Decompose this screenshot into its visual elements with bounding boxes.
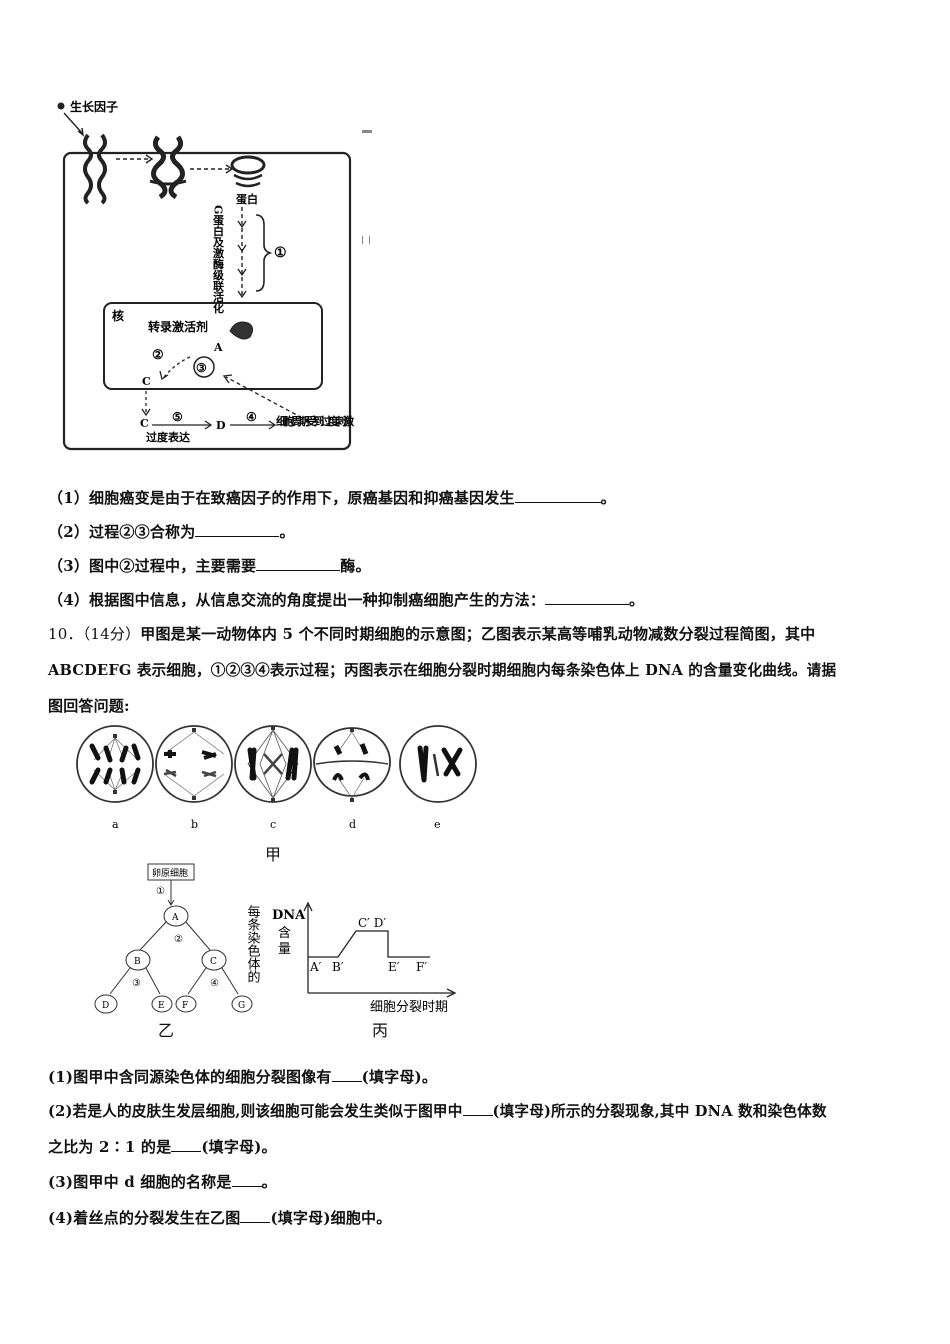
cell-b xyxy=(155,725,233,803)
overexpression-label: 过度表达 xyxy=(146,430,190,444)
cell-c xyxy=(234,725,312,803)
q9-question-2: （2）过程②③合称为。 xyxy=(48,521,295,541)
cell-node-d xyxy=(94,994,118,1014)
cell-e xyxy=(399,725,477,803)
process-two-label: ② xyxy=(152,348,164,363)
cell-node-f xyxy=(175,995,197,1013)
step-four-label: ④ xyxy=(210,978,219,989)
q10-question-3: (3)图甲中 d 细胞的名称是。 xyxy=(48,1171,277,1191)
cell-node-e-label: E xyxy=(158,1001,165,1011)
x-axis-label: 细胞分裂时期 xyxy=(370,1000,448,1015)
cell-node-b xyxy=(125,949,151,971)
step-two-label: ② xyxy=(174,934,183,945)
answer-blank[interactable] xyxy=(171,1136,202,1152)
answer-blank[interactable] xyxy=(256,555,341,571)
cell-node-e xyxy=(151,995,173,1013)
receptor-inactive xyxy=(83,133,107,205)
process-five-label: ⑤ xyxy=(172,410,183,424)
point-e-label: E′ xyxy=(388,960,400,974)
y-axis-liang-label: 量 xyxy=(278,942,291,957)
protein-chain-label: G蛋白及激酶级联活化 xyxy=(212,205,226,314)
figure-bing-dna-curve: 每条染色体的 DNA 含 量 A′ B′ C′ D′ E′ F′ 细胞分裂时期 xyxy=(248,901,457,1015)
cell-node-d-label: D xyxy=(102,1001,109,1011)
problem-10-line-3: 图回答问题: xyxy=(48,697,130,715)
cell-node-c xyxy=(201,949,227,971)
q10-question-2: (2)若是人的皮肤生发层细胞,则该细胞可能会发生类似于图甲中(填字母)所示的分裂… xyxy=(48,1100,827,1121)
point-a-label: A′ xyxy=(309,960,322,974)
answer-blank[interactable] xyxy=(514,487,601,503)
nucleus xyxy=(103,302,323,390)
cell-node-a xyxy=(163,905,189,927)
g-protein-top-label: 蛋白 xyxy=(236,192,258,206)
cell-node-g xyxy=(231,995,253,1013)
point-f-label: F′ xyxy=(416,960,427,974)
dna-loop xyxy=(193,356,215,378)
answer-blank[interactable] xyxy=(231,1171,262,1187)
cell-cycle-label: 细胞周期受到过度刺激 xyxy=(276,414,354,428)
y-axis-han-label: 含 xyxy=(278,925,291,941)
dna-content-curve xyxy=(308,930,430,958)
cell-a xyxy=(76,725,154,803)
step-three-label: ③ xyxy=(132,978,141,989)
cell-node-b-label: B xyxy=(134,957,141,967)
transcription-arrow xyxy=(163,356,191,378)
q10-question-2-cont: 之比为 2∶1 的是(填字母)。 xyxy=(48,1136,277,1156)
feedback-arrow xyxy=(225,376,309,422)
answer-blank[interactable] xyxy=(462,1100,493,1116)
process-three-label: ③ xyxy=(196,361,207,375)
cancer-signal-pathway-figure: 生长因子 蛋白 G蛋白及激酶级联活化 ① 核 转录激活剂 A ② ③ C xyxy=(57,99,354,451)
cell-node-g-label: G xyxy=(238,1001,245,1011)
answer-blank[interactable] xyxy=(545,589,630,605)
problem-10-line-1: 10．（14分）甲图是某一动物体内 5 个不同时期细胞的示意图；乙图表示某高等哺… xyxy=(48,625,816,643)
figure-jia-caption: 甲 xyxy=(265,845,282,864)
cell-label-c: c xyxy=(270,818,276,831)
answer-blank[interactable] xyxy=(240,1207,271,1223)
q9-question-4: （4）根据图中信息，从信息交流的角度提出一种抑制癌细胞产生的方法：。 xyxy=(48,589,645,609)
cell-label-d: d xyxy=(349,818,356,831)
process-four-label: ④ xyxy=(246,410,257,424)
y-axis-vertical-label: 每条染色体的 xyxy=(248,904,260,983)
transcription-activator-shape xyxy=(229,321,254,340)
oogonium-label: 卵原细胞 xyxy=(152,867,188,879)
cell-d xyxy=(313,727,391,802)
growth-factor-dot xyxy=(57,102,65,110)
growth-factor-label: 生长因子 xyxy=(70,99,118,114)
y-axis-dna-label: DNA xyxy=(272,908,306,923)
step-one-label: ① xyxy=(156,886,165,897)
node-c-bottom: C xyxy=(140,417,149,430)
growth-factor-arrow xyxy=(63,112,83,134)
process-one-brace xyxy=(255,214,273,292)
answer-blank[interactable] xyxy=(195,521,280,537)
figure-bing-caption: 丙 xyxy=(372,1021,389,1040)
figure-jia-cells: a b c d e xyxy=(76,725,477,831)
cell-node-f-label: F xyxy=(182,1001,188,1011)
figure-yi-division-tree: 卵原细胞 ① A ② B C ③ ④ D E F G xyxy=(94,863,253,1014)
nucleus-node-a: A xyxy=(213,341,223,354)
transcription-activator-label: 转录激活剂 xyxy=(148,319,208,334)
scan-mark xyxy=(362,236,370,244)
nucleus-label: 核 xyxy=(112,308,124,323)
scan-mark xyxy=(362,130,372,133)
q10-question-1: (1)图甲中含同源染色体的细胞分裂图像有(填字母)。 xyxy=(48,1066,438,1086)
cell-node-a-label: A xyxy=(171,913,179,923)
node-d: D xyxy=(216,419,226,432)
cell-membrane xyxy=(62,151,352,451)
point-b-label: B′ xyxy=(332,960,344,974)
point-cd-label: C′ D′ xyxy=(358,916,386,930)
cell-label-b: b xyxy=(191,818,198,831)
receptor-active xyxy=(149,135,187,200)
nucleus-node-c: C xyxy=(142,375,151,388)
cell-node-c-label: C xyxy=(210,957,217,967)
figure-yi-caption: 乙 xyxy=(158,1021,175,1040)
answer-blank[interactable] xyxy=(331,1066,362,1082)
g-protein-complex xyxy=(230,155,266,188)
q9-question-3: （3）图中②过程中，主要需要酶。 xyxy=(48,555,371,575)
cell-label-e: e xyxy=(434,818,441,831)
q10-question-4: (4)着丝点的分裂发生在乙图(填字母)细胞中。 xyxy=(48,1207,392,1227)
problem-10-line-2: ABCDEFG 表示细胞，①②③④表示过程；丙图表示在细胞分裂时期细胞内每条染色… xyxy=(48,662,837,679)
process-one-label: ① xyxy=(274,245,287,261)
cell-label-a: a xyxy=(112,818,119,831)
q9-question-1: （1）细胞癌变是由于在致癌因子的作用下，原癌基因和抑癌基因发生。 xyxy=(48,487,616,507)
